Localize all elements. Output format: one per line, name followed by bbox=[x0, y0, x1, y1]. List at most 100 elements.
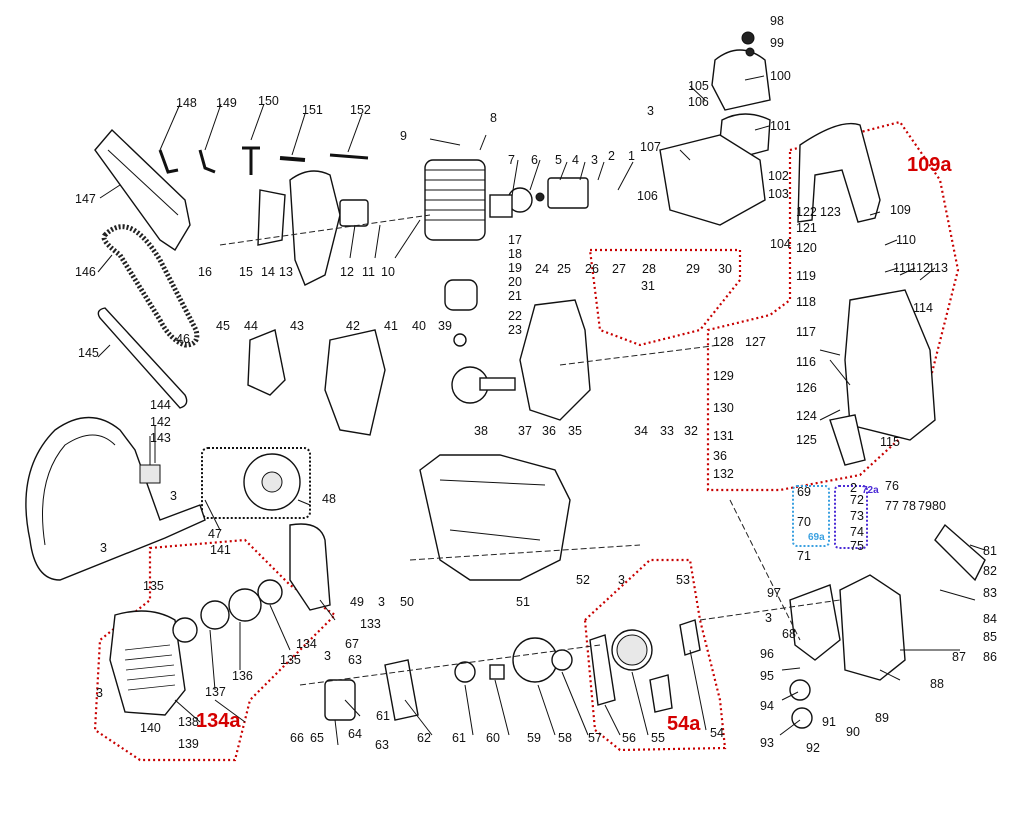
part-32-label: 32 bbox=[684, 424, 698, 438]
part-36-label: 36 bbox=[542, 424, 556, 438]
crankcase-right-shape bbox=[519, 299, 591, 421]
part-58-label: 58 bbox=[558, 731, 572, 745]
intake-shape bbox=[489, 194, 513, 218]
gear-93-shape bbox=[791, 707, 813, 729]
part-66-label: 66 bbox=[290, 731, 304, 745]
part-100-label: 100 bbox=[770, 69, 791, 83]
part-45-label: 45 bbox=[216, 319, 230, 333]
part-113-label: 113 bbox=[928, 261, 948, 275]
part-3c-label: 3 bbox=[170, 489, 177, 503]
part-98-label: 98 bbox=[770, 14, 784, 28]
part-71-label: 71 bbox=[797, 549, 811, 563]
flywheel-shape bbox=[243, 453, 301, 511]
brake-lever-shape bbox=[934, 523, 986, 582]
part-90-label: 90 bbox=[846, 725, 860, 739]
starter-spring-shape bbox=[200, 600, 230, 630]
part-34-label: 34 bbox=[634, 424, 648, 438]
part-139-label: 139 bbox=[178, 737, 199, 751]
rear-handle-shape bbox=[797, 122, 881, 223]
part-6-label: 6 bbox=[531, 153, 538, 167]
part-141-label: 141 bbox=[210, 543, 231, 557]
tool-150-shape bbox=[242, 146, 260, 175]
tool-152-shape bbox=[329, 153, 369, 160]
oil-pump-cover-shape bbox=[384, 659, 419, 721]
part-39-label: 39 bbox=[438, 319, 452, 333]
part-27-label: 27 bbox=[612, 262, 626, 276]
starter-pulley-shape bbox=[172, 617, 198, 643]
part-64-label: 64 bbox=[348, 727, 362, 741]
part-8-label: 8 bbox=[490, 111, 497, 125]
clutch-cover-shape bbox=[589, 634, 616, 706]
part-69-label: 69 bbox=[797, 485, 811, 499]
part-13-label: 13 bbox=[279, 265, 293, 279]
part-15-label: 15 bbox=[239, 265, 253, 279]
part-3d-label: 3 bbox=[100, 541, 107, 555]
part-number-labels: 1 2 3 4 5 6 7 8 9 10 11 12 13 14 15 16 1… bbox=[75, 14, 997, 755]
part-35-label: 35 bbox=[568, 424, 582, 438]
part-127-label: 127 bbox=[745, 335, 766, 349]
sprocket-shape bbox=[512, 637, 558, 683]
gasket-shape bbox=[339, 199, 369, 227]
part-76-label: 76 bbox=[885, 479, 899, 493]
part-3-label: 3 bbox=[591, 153, 598, 167]
part-99-label: 99 bbox=[770, 36, 784, 50]
part-3g-label: 3 bbox=[324, 649, 331, 663]
starter-ring-shape bbox=[257, 579, 283, 605]
flywheel-set-outline bbox=[201, 447, 311, 519]
sprocket-cover-shape bbox=[789, 584, 841, 661]
part-85-label: 85 bbox=[983, 630, 997, 644]
part-135b-label: 135 bbox=[143, 579, 164, 593]
part-96-label: 96 bbox=[760, 647, 774, 661]
part-2-label: 2 bbox=[608, 149, 615, 163]
part-9-label: 9 bbox=[400, 129, 407, 143]
part-94-label: 94 bbox=[760, 699, 774, 713]
part-1-label: 1 bbox=[628, 149, 635, 163]
part-135-label: 135 bbox=[280, 653, 301, 667]
part-62-label: 62 bbox=[417, 731, 431, 745]
part-111-label: 111 bbox=[893, 261, 912, 275]
clutch-hub-shape bbox=[679, 619, 701, 656]
starter-cup-shape bbox=[228, 588, 262, 622]
part-56-label: 56 bbox=[622, 731, 636, 745]
fan-cover-shape bbox=[289, 523, 331, 611]
part-52-label: 52 bbox=[576, 573, 590, 587]
part-133-label: 133 bbox=[360, 617, 381, 631]
part-19-label: 19 bbox=[508, 261, 522, 275]
cylinder-shape bbox=[424, 159, 486, 241]
ignition-coil-shape bbox=[247, 329, 286, 396]
saw-chain-shape bbox=[101, 224, 200, 348]
part-57-label: 57 bbox=[588, 731, 602, 745]
part-132-label: 132 bbox=[713, 467, 734, 481]
part-84-label: 84 bbox=[983, 612, 997, 626]
group-54a-outline bbox=[583, 558, 727, 752]
part-138-label: 138 bbox=[178, 715, 199, 729]
throttle-trigger-shape bbox=[829, 414, 866, 466]
part-3f-label: 3 bbox=[618, 573, 625, 587]
part-78-label: 78 bbox=[902, 499, 916, 513]
part-110-label: 110 bbox=[896, 233, 916, 247]
part-115-label: 115 bbox=[880, 435, 900, 449]
part-23-label: 23 bbox=[508, 323, 522, 337]
part-112-label: 112 bbox=[910, 261, 930, 275]
part-123-label: 123 bbox=[820, 205, 841, 219]
crankcase-left-shape bbox=[324, 329, 386, 436]
group-72a-label: 72a bbox=[862, 485, 879, 496]
washer-60-shape bbox=[454, 661, 476, 683]
part-43-label: 43 bbox=[290, 319, 304, 333]
part-89-label: 89 bbox=[875, 711, 889, 725]
part-47-label: 47 bbox=[208, 527, 222, 541]
part-2b-label: 2 bbox=[850, 481, 857, 495]
part-83-label: 83 bbox=[983, 586, 997, 600]
part-104-label: 104 bbox=[770, 237, 791, 251]
part-68-label: 68 bbox=[782, 627, 796, 641]
oil-pump-shape bbox=[324, 679, 356, 721]
part-49-label: 49 bbox=[350, 595, 364, 609]
part-140-label: 140 bbox=[140, 721, 161, 735]
part-95-label: 95 bbox=[760, 669, 774, 683]
group-54a-label: 54a bbox=[667, 713, 701, 735]
tool-151-shape bbox=[279, 156, 306, 162]
part-33-label: 33 bbox=[660, 424, 674, 438]
air-filter-cover-shape bbox=[711, 49, 771, 111]
part-75-label: 75 bbox=[850, 539, 864, 553]
part-92-label: 92 bbox=[806, 741, 820, 755]
